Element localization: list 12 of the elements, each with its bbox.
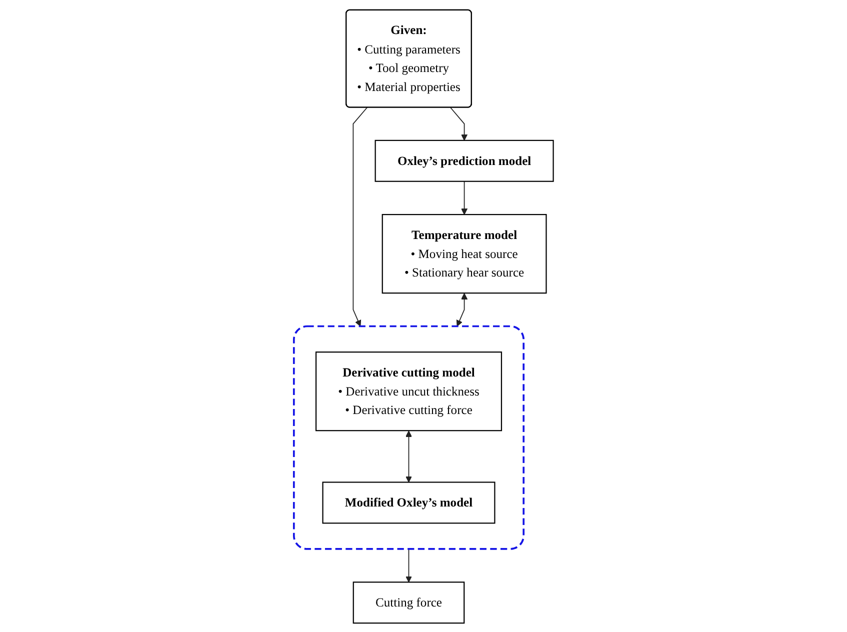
- arrow: [456, 292, 468, 326]
- cluster: [292, 324, 524, 550]
- arrow: [450, 106, 468, 140]
- node-box: Oxley’s prediction model: [374, 139, 554, 182]
- arrow: [352, 106, 368, 326]
- node-box: Modified Oxley’s model: [322, 481, 496, 524]
- node-box: Temperature model • Moving heat source • Stationary hear source: [382, 213, 547, 294]
- node-box: Cutting force: [352, 581, 465, 624]
- node-box: Derivative cutting model • Derivative uncut thickness • Derivative cutting force: [315, 351, 502, 431]
- arrow: [405, 548, 412, 582]
- arrow: [460, 180, 468, 214]
- arrow: [405, 430, 412, 482]
